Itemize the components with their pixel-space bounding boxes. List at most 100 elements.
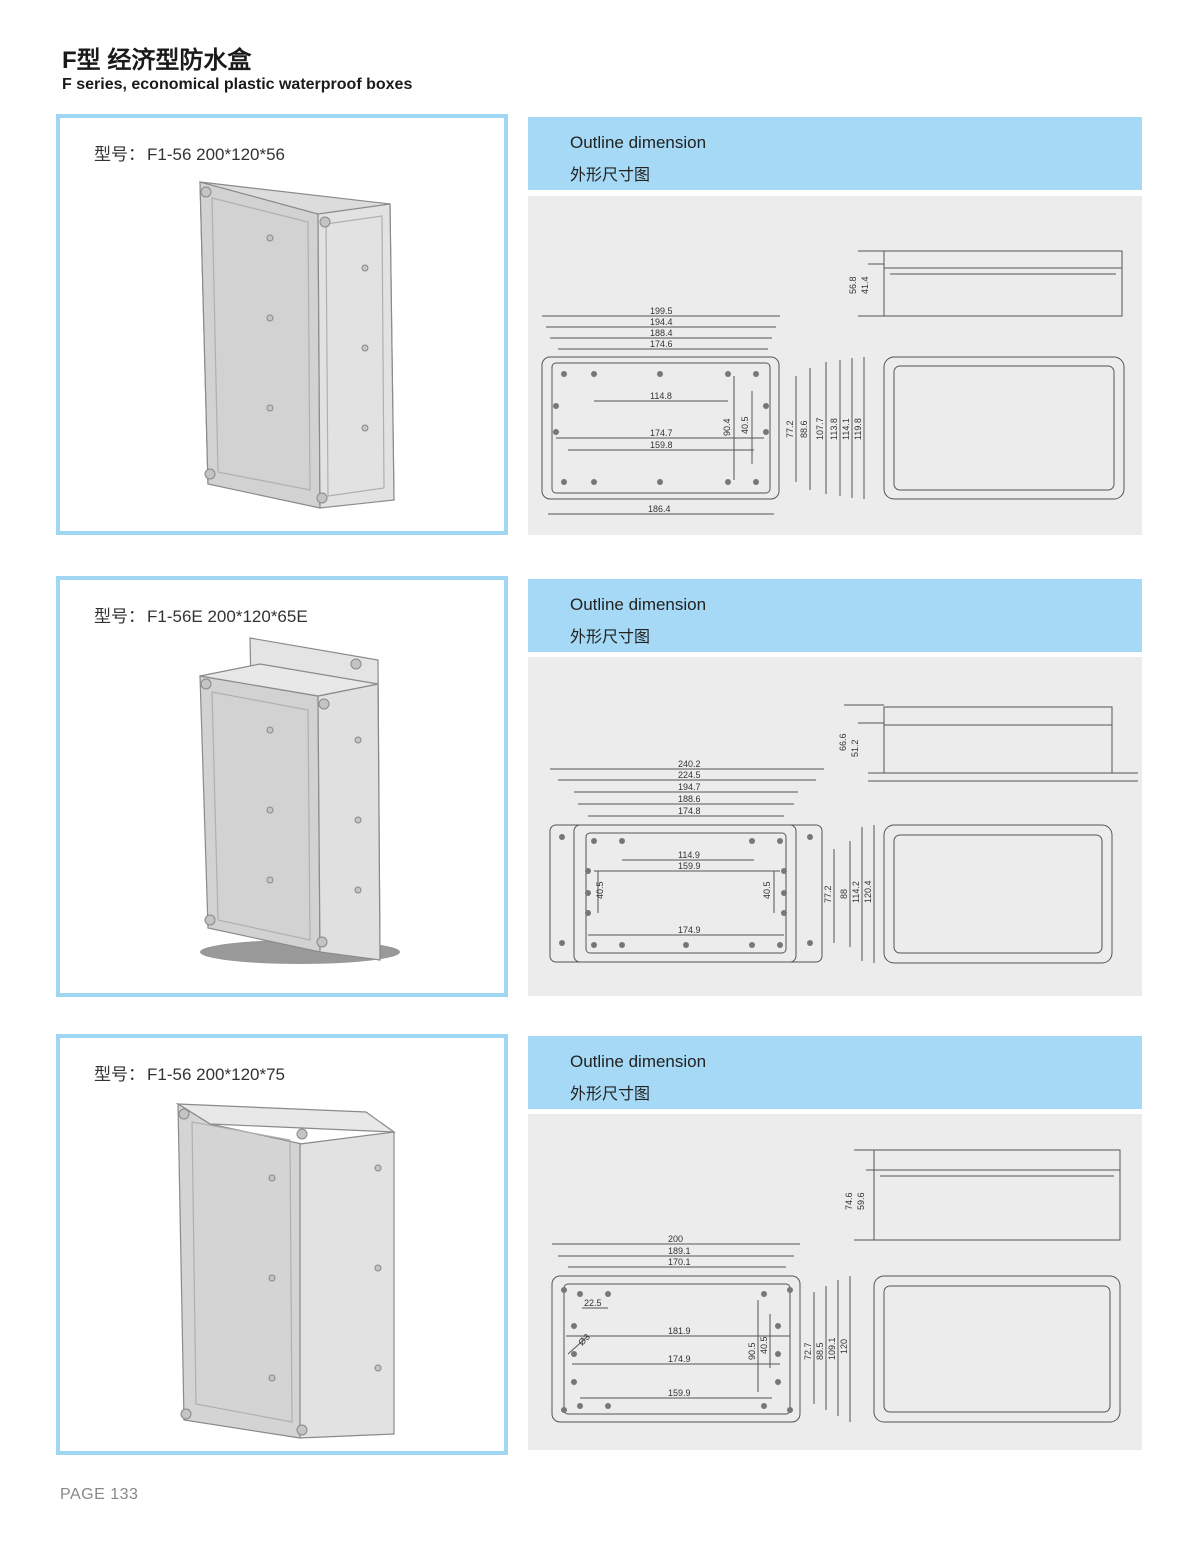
dim-label: 240.2 bbox=[678, 759, 701, 769]
dimension-title-cn: 外形尺寸图 bbox=[570, 629, 651, 646]
model-code: F1-56 200*120*75 bbox=[147, 1065, 286, 1084]
screw-icon bbox=[204, 914, 216, 926]
dim-label: 51.2 bbox=[850, 739, 860, 757]
dimension-drawing-1: 199.5 194.4 188.4 174.6 114.8 174.7 159.… bbox=[528, 196, 1142, 535]
dim-label: 188.4 bbox=[650, 328, 673, 338]
dim-label: Ø3 bbox=[576, 1332, 592, 1348]
dim-label: 114.8 bbox=[650, 391, 672, 401]
dim-label: 74.6 bbox=[844, 1192, 854, 1210]
screw-icon bbox=[200, 186, 212, 198]
dim-label: 40.5 bbox=[740, 416, 750, 434]
model-code: F1-56 200*120*56 bbox=[147, 145, 286, 164]
side-view bbox=[873, 1149, 1121, 1241]
screw-icon bbox=[178, 1108, 190, 1120]
dimension-drawing-2: 240.2 224.5 194.7 188.6 174.8 114.9 159.… bbox=[528, 657, 1142, 996]
screw-icon bbox=[318, 698, 330, 710]
product-card-1: 型号：F1-56 200*120*56 bbox=[56, 114, 508, 535]
dim-label: 109.1 bbox=[827, 1337, 837, 1360]
dim-label: 90.4 bbox=[722, 418, 732, 436]
dim-label: 120.4 bbox=[863, 880, 873, 903]
dim-label: 40.5 bbox=[762, 881, 772, 899]
dimension-drawing-3: 200 189.1 170.1 22.5 181.9 174.9 159.9 Ø… bbox=[528, 1114, 1142, 1450]
dim-label: 159.9 bbox=[678, 861, 701, 871]
screw-icon bbox=[316, 492, 328, 504]
model-code: F1-56E 200*120*65E bbox=[147, 607, 308, 626]
dimension-title-cn: 外形尺寸图 bbox=[570, 1086, 651, 1103]
page-number: PAGE 133 bbox=[60, 1486, 139, 1503]
side-view bbox=[883, 706, 1113, 774]
screw-icon bbox=[180, 1408, 192, 1420]
page-title-cn: F型 经济型防水盒 bbox=[62, 47, 252, 74]
dim-label: 119.8 bbox=[853, 418, 863, 440]
dim-label: 41.4 bbox=[860, 276, 870, 294]
plan-view bbox=[551, 1275, 801, 1423]
dim-label: 90.5 bbox=[747, 1342, 757, 1360]
dim-label: 194.7 bbox=[678, 782, 701, 792]
dim-label: 22.5 bbox=[584, 1298, 602, 1308]
box-illustration bbox=[175, 1102, 396, 1439]
dim-label: 114.9 bbox=[678, 850, 700, 860]
plan-view bbox=[541, 356, 780, 500]
screw-icon bbox=[204, 468, 216, 480]
dim-label: 107.7 bbox=[815, 417, 825, 440]
dim-label: 40.5 bbox=[759, 1336, 769, 1354]
screw-icon bbox=[296, 1128, 308, 1140]
dim-label: 66.6 bbox=[838, 733, 848, 751]
dim-label: 200 bbox=[668, 1234, 683, 1244]
dim-label: 159.8 bbox=[650, 440, 673, 450]
dim-label: 189.1 bbox=[668, 1246, 691, 1256]
dim-label: 159.9 bbox=[668, 1388, 691, 1398]
dim-label: 56.8 bbox=[848, 276, 858, 294]
model-label: 型号：F1-56E 200*120*65E bbox=[94, 602, 308, 627]
page-title-en: F series, economical plastic waterproof … bbox=[62, 76, 413, 93]
dim-label: 174.7 bbox=[650, 428, 673, 438]
lid-view bbox=[883, 356, 1125, 500]
product-card-2: 型号：F1-56E 200*120*65E bbox=[56, 576, 508, 997]
dimension-title-en: Outline dimension bbox=[570, 1052, 707, 1071]
box-illustration bbox=[199, 181, 395, 509]
dimension-title-en: Outline dimension bbox=[570, 595, 707, 614]
dimension-title-cn: 外形尺寸图 bbox=[570, 167, 651, 184]
model-label-prefix: 型号： bbox=[94, 145, 145, 164]
dim-label: 88.6 bbox=[799, 420, 809, 438]
dimension-header-2: Outline dimension 外形尺寸图 bbox=[528, 579, 1142, 652]
dim-label: 88.5 bbox=[815, 1342, 825, 1360]
model-label-prefix: 型号： bbox=[94, 1065, 145, 1084]
product-card-3: 型号：F1-56 200*120*75 bbox=[56, 1034, 508, 1455]
screw-icon bbox=[296, 1424, 308, 1436]
screw-icon bbox=[200, 678, 212, 690]
dim-label: 174.8 bbox=[678, 806, 701, 816]
dim-label: 77.2 bbox=[823, 885, 833, 903]
screw-icon bbox=[316, 936, 328, 948]
dim-label: 194.4 bbox=[650, 317, 673, 327]
box-side-face bbox=[317, 203, 395, 509]
dimension-header-1: Outline dimension 外形尺寸图 bbox=[528, 117, 1142, 190]
dim-label: 199.5 bbox=[650, 306, 673, 316]
dim-label: 181.9 bbox=[668, 1326, 691, 1336]
lid-view bbox=[883, 824, 1113, 964]
lid-view bbox=[873, 1275, 1121, 1423]
dim-label: 77.2 bbox=[785, 420, 795, 438]
dimension-header-3: Outline dimension 外形尺寸图 bbox=[528, 1036, 1142, 1109]
dim-label: 170.1 bbox=[668, 1257, 691, 1267]
dim-label: 224.5 bbox=[678, 770, 701, 780]
dim-label: 120 bbox=[839, 1339, 849, 1354]
model-label-prefix: 型号： bbox=[94, 607, 145, 626]
dim-label: 174.9 bbox=[678, 925, 701, 935]
model-label: 型号：F1-56 200*120*75 bbox=[94, 1060, 285, 1085]
dim-label: 174.9 bbox=[668, 1354, 691, 1364]
screw-icon bbox=[319, 216, 331, 228]
dim-label: 88 bbox=[839, 889, 849, 899]
side-view bbox=[883, 250, 1123, 317]
dim-label: 113.8 bbox=[829, 418, 839, 440]
box-illustration bbox=[199, 637, 400, 964]
dim-label: 114.1 bbox=[841, 418, 851, 440]
model-label: 型号：F1-56 200*120*56 bbox=[94, 140, 285, 165]
dim-label: 114.2 bbox=[851, 881, 861, 903]
dim-label: 40.5 bbox=[595, 881, 605, 899]
dim-label: 72.7 bbox=[803, 1342, 813, 1360]
dim-label: 186.4 bbox=[648, 504, 671, 514]
dim-label: 59.6 bbox=[856, 1192, 866, 1210]
screw-icon bbox=[350, 658, 362, 670]
dimension-title-en: Outline dimension bbox=[570, 133, 707, 152]
